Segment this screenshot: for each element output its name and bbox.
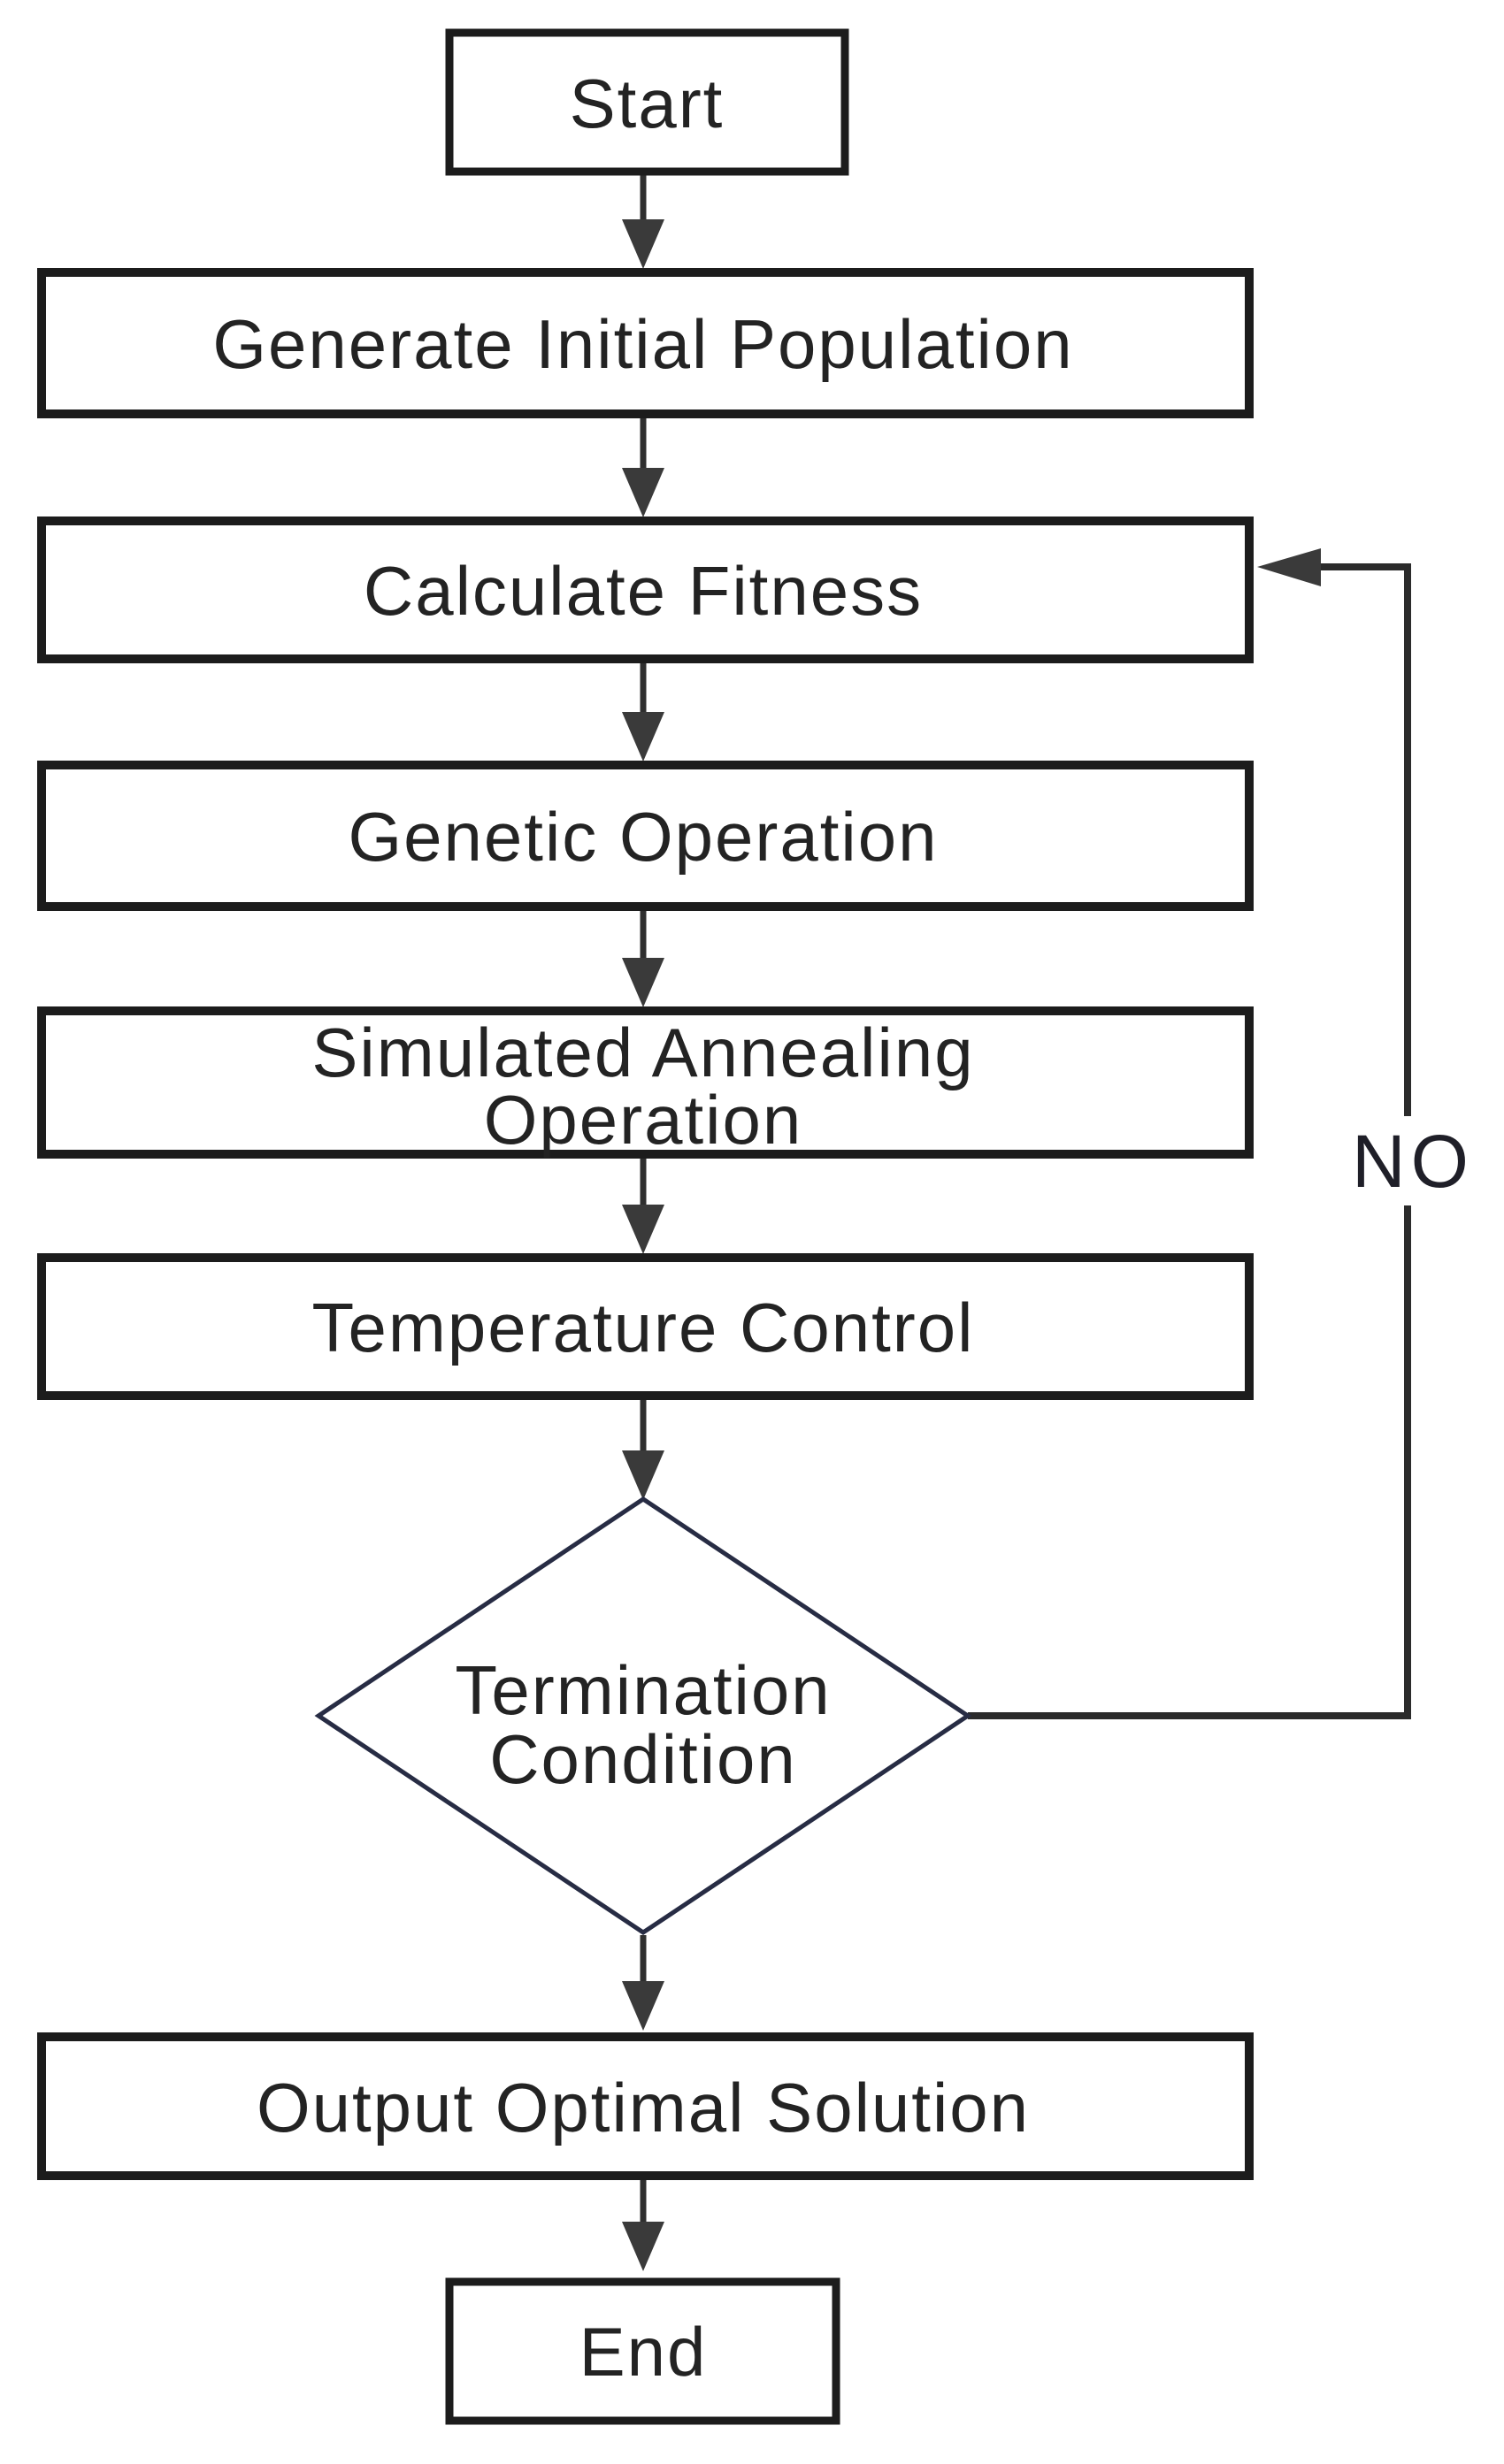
node-start: Start [445,28,849,176]
arrow-start-to-generate [622,175,664,269]
edge-no-loop: NO [968,548,1474,1719]
node-temperature-label: Temperature Control [312,1289,975,1366]
decision-label-line2: Condition [489,1720,797,1798]
node-output-label: Output Optimal Solution [257,2069,1030,2146]
node-simulated-annealing-operation: Simulated Annealing Operation [37,1006,1254,1159]
node-genetic-label: Genetic Operation [348,798,938,876]
arrow-output-to-end [622,2180,664,2271]
node-annealing-label-line1: Simulated Annealing [311,1014,974,1091]
arrow-calculate-to-genetic [622,663,664,761]
node-generate-label: Generate Initial Population [212,305,1073,383]
node-temperature-control: Temperature Control [37,1253,1254,1400]
node-calculate-fitness: Calculate Fitness [37,517,1254,663]
arrow-genetic-to-annealing [622,911,664,1007]
edge-label-no: NO [1352,1120,1474,1203]
node-generate-initial-population: Generate Initial Population [37,268,1254,418]
arrow-generate-to-calculate [622,418,664,517]
arrow-termination-to-output [622,1935,664,2031]
node-end-label: End [579,2313,708,2391]
node-genetic-operation: Genetic Operation [37,761,1254,911]
arrowhead-no-into-calculate [1257,548,1321,586]
node-start-label: Start [570,65,725,142]
node-end: End [445,2277,840,2425]
decision-label-line1: Termination [455,1651,831,1729]
arrow-temperature-to-termination [622,1400,664,1500]
arrow-annealing-to-temperature [622,1159,664,1254]
node-annealing-label-line2: Operation [484,1081,803,1159]
node-output-optimal-solution: Output Optimal Solution [37,2032,1254,2180]
decision-termination-condition: Termination Condition [314,1496,972,1936]
node-calculate-label: Calculate Fitness [364,552,923,630]
